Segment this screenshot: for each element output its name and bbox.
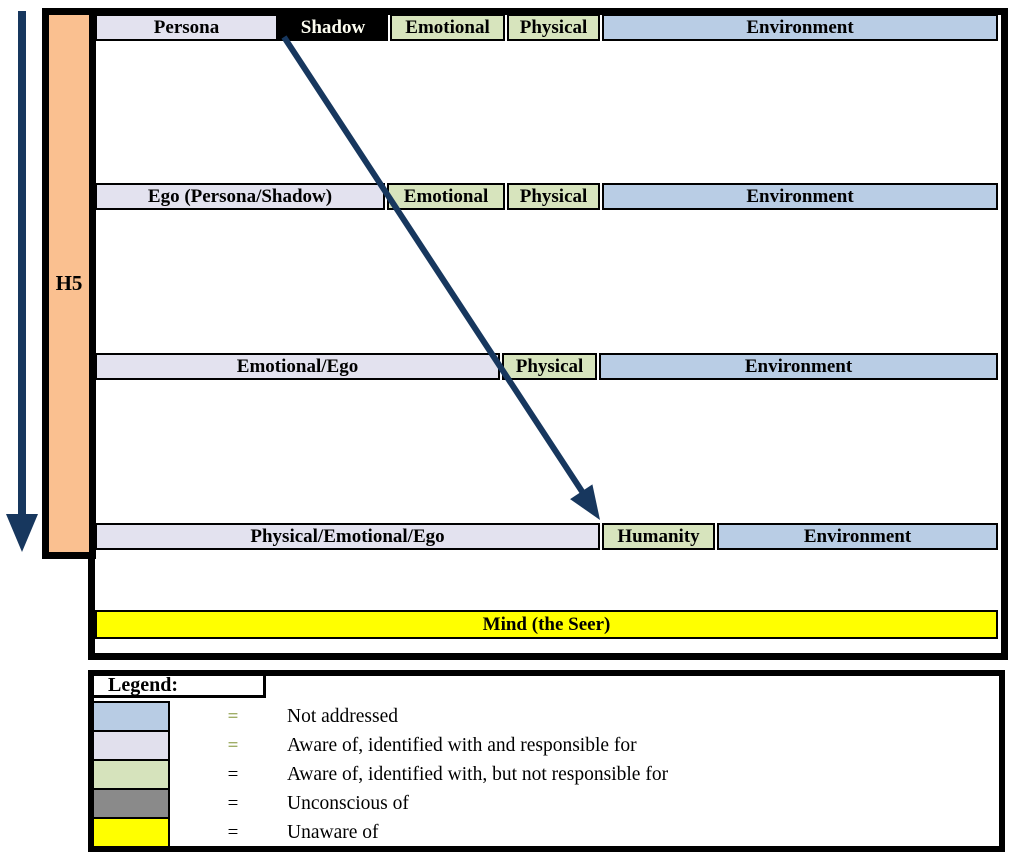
legend-label-not-addressed: Not addressed bbox=[287, 706, 399, 727]
legend-swatch-unconscious bbox=[92, 788, 170, 819]
cell-emotional-ego: Emotional/Ego bbox=[95, 353, 500, 380]
cell-label: Emotional/Ego bbox=[236, 356, 359, 377]
legend-swatch-not-addressed bbox=[92, 701, 170, 732]
cell-environment-row4: Environment bbox=[717, 523, 998, 550]
cell-label: Environment bbox=[744, 356, 853, 377]
legend-swatch-aware-responsible bbox=[92, 730, 170, 761]
mind-the-seer-bar: Mind (the Seer) bbox=[95, 610, 998, 639]
cell-physical-row2: Physical bbox=[507, 183, 600, 210]
cell-physical-emotional-ego: Physical/Emotional/Ego bbox=[95, 523, 600, 550]
legend-label-unaware: Unaware of bbox=[287, 822, 379, 843]
cell-environment-row1: Environment bbox=[602, 14, 998, 41]
cell-label: Physical/Emotional/Ego bbox=[250, 526, 445, 547]
cell-physical-row1: Physical bbox=[507, 14, 600, 41]
cell-label: Shadow bbox=[300, 17, 366, 38]
cell-physical-row3: Physical bbox=[502, 353, 597, 380]
legend-label-aware-not-responsible: Aware of, identified with, but not respo… bbox=[287, 764, 669, 785]
cell-label: Environment bbox=[803, 526, 912, 547]
legend-title: Legend: bbox=[94, 674, 266, 698]
legend-equals-1: = bbox=[227, 735, 239, 756]
cell-environment-row2: Environment bbox=[602, 183, 998, 210]
legend-title-text: Legend: bbox=[108, 674, 178, 696]
cell-label: Persona bbox=[153, 17, 220, 38]
legend-equals-3: = bbox=[227, 793, 239, 814]
cell-shadow: Shadow bbox=[278, 14, 388, 41]
cell-label: Environment bbox=[746, 17, 854, 38]
cell-humanity: Humanity bbox=[602, 523, 715, 550]
mind-bar-label: Mind (the Seer) bbox=[482, 613, 611, 635]
cell-label: Ego (Persona/Shadow) bbox=[147, 186, 333, 207]
cell-environment-row3: Environment bbox=[599, 353, 998, 380]
cell-label: Emotional bbox=[403, 186, 489, 207]
cell-label: Emotional bbox=[405, 17, 490, 38]
timeline-down-arrow bbox=[6, 11, 38, 552]
legend-equals-0: = bbox=[227, 706, 239, 727]
cell-emotional-row2: Emotional bbox=[387, 183, 505, 210]
cell-label: Humanity bbox=[617, 526, 700, 547]
legend-label-unconscious: Unconscious of bbox=[287, 793, 409, 814]
legend-equals-2: = bbox=[227, 764, 239, 785]
cell-label: Physical bbox=[515, 356, 584, 377]
legend-equals-4: = bbox=[227, 822, 239, 843]
cell-label: Physical bbox=[519, 17, 588, 38]
h5-label: H5 bbox=[55, 271, 83, 295]
h5-column: H5 bbox=[42, 8, 96, 559]
cell-ego-persona-shadow: Ego (Persona/Shadow) bbox=[95, 183, 385, 210]
main-diagram-frame bbox=[88, 8, 1008, 660]
cell-label: Physical bbox=[519, 186, 588, 207]
cell-persona: Persona bbox=[95, 14, 278, 41]
legend-frame bbox=[88, 670, 1005, 852]
cell-emotional-row1: Emotional bbox=[390, 14, 505, 41]
legend-swatch-unaware bbox=[92, 817, 170, 848]
legend-swatch-aware-not-responsible bbox=[92, 759, 170, 790]
cell-label: Environment bbox=[746, 186, 854, 207]
legend-label-aware-responsible: Aware of, identified with and responsibl… bbox=[287, 735, 637, 756]
